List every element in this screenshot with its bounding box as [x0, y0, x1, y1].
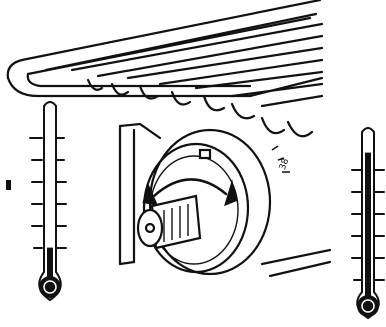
- cold-thermometer-icon: [30, 102, 66, 300]
- level-marker: [6, 180, 11, 190]
- temperature-knob[interactable]: [138, 130, 290, 274]
- warm-thermometer-icon: [352, 128, 384, 318]
